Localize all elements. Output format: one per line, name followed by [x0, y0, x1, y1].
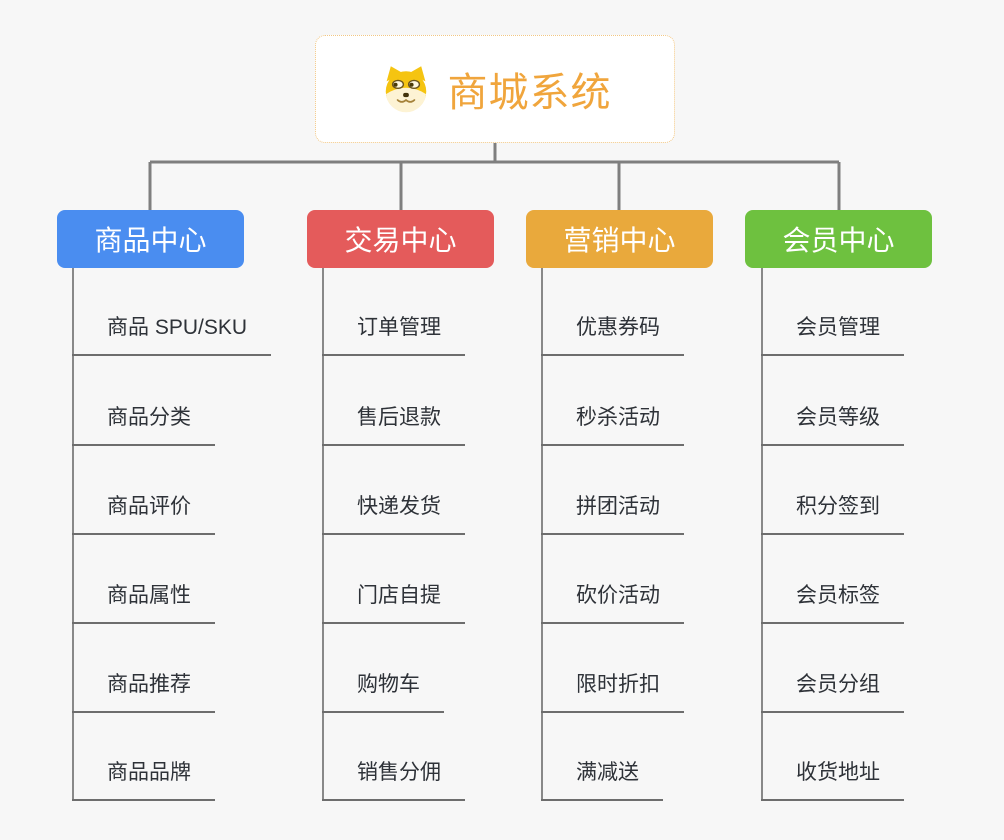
- dog-face-icon: [385, 66, 426, 113]
- branch-node-product-center[interactable]: 商品中心: [57, 210, 244, 268]
- branch-node-member-center[interactable]: 会员中心: [745, 210, 932, 268]
- leaf-item[interactable]: 商品分类: [72, 403, 215, 446]
- leaf-item[interactable]: 积分签到: [761, 492, 904, 535]
- leaf-item[interactable]: 会员管理: [761, 313, 904, 356]
- leaf-item[interactable]: 商品评价: [72, 492, 215, 535]
- leaf-item[interactable]: 限时折扣: [541, 670, 684, 713]
- branch-label: 营销中心: [563, 225, 676, 256]
- leaf-item[interactable]: 商品推荐: [72, 670, 215, 713]
- leaf-item[interactable]: 购物车: [322, 670, 444, 713]
- leaf-item[interactable]: 会员分组: [761, 670, 904, 713]
- leaf-item[interactable]: 拼团活动: [541, 492, 684, 535]
- leaf-item[interactable]: 售后退款: [322, 403, 465, 446]
- leaf-item[interactable]: 秒杀活动: [541, 403, 684, 446]
- leaf-item[interactable]: 满减送: [541, 758, 663, 801]
- leaf-item[interactable]: 商品 SPU/SKU: [72, 313, 272, 356]
- branch-label: 商品中心: [94, 225, 207, 256]
- root-title: 商城系统: [447, 71, 612, 115]
- leaf-item[interactable]: 会员标签: [761, 581, 904, 624]
- leaf-item[interactable]: 订单管理: [322, 313, 465, 356]
- leaf-item[interactable]: 商品品牌: [72, 758, 215, 801]
- leaf-item[interactable]: 优惠券码: [541, 313, 684, 356]
- leaf-item[interactable]: 收货地址: [761, 758, 904, 801]
- leaf-item[interactable]: 商品属性: [72, 581, 215, 624]
- leaf-item[interactable]: 销售分佣: [322, 758, 465, 801]
- branch-label: 会员中心: [782, 225, 895, 256]
- leaf-item[interactable]: 快递发货: [322, 492, 465, 535]
- root-node[interactable]: 商城系统: [315, 35, 675, 143]
- leaf-item[interactable]: 门店自提: [322, 581, 465, 624]
- leaf-item[interactable]: 会员等级: [761, 403, 904, 446]
- branch-label: 交易中心: [344, 225, 457, 256]
- branch-node-trade-center[interactable]: 交易中心: [307, 210, 494, 268]
- leaf-item[interactable]: 砍价活动: [541, 581, 684, 624]
- branch-node-marketing-center[interactable]: 营销中心: [526, 210, 713, 268]
